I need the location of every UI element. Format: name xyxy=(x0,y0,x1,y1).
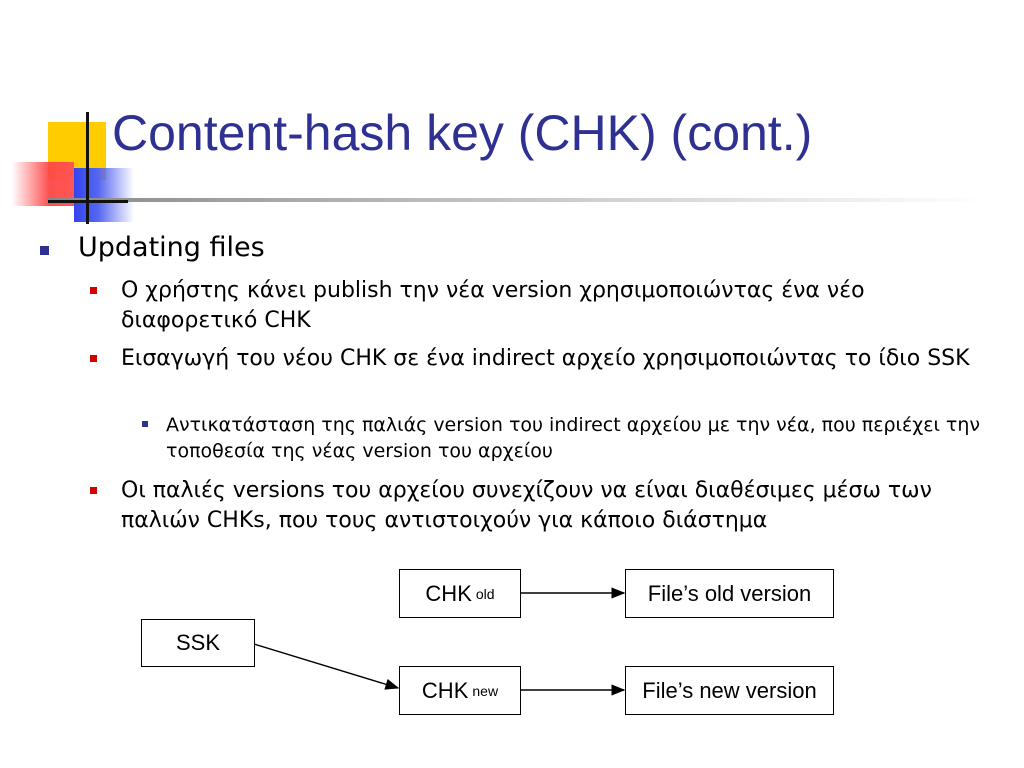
square-bullet-icon xyxy=(40,246,49,255)
file-old-version-label: File’s old version xyxy=(647,580,812,606)
bullet-text: Αντικατάσταση της παλιάς version του ind… xyxy=(166,414,981,462)
chk-new-label: CHK xyxy=(421,677,469,703)
decor-vertical-line xyxy=(86,112,89,224)
file-new-version-label: File’s new version xyxy=(642,677,817,703)
square-bullet-icon xyxy=(90,355,97,362)
slide-title: Content-hash key (CHK) (cont.) xyxy=(112,105,813,161)
square-bullet-icon xyxy=(90,287,97,294)
bullet-level2: Εισαγωγή του νέου CHK σε ένα indirect αρ… xyxy=(90,344,1001,374)
ssk-label: SSK xyxy=(175,630,221,655)
decor-blue-square xyxy=(74,168,134,222)
chk-old-label: CHK xyxy=(425,580,472,606)
bullet-level2: Οι παλιές versions του αρχείου συνεχίζου… xyxy=(90,476,1001,536)
bullet-text: Ο χρήστης κάνει publish την νέα version … xyxy=(121,278,865,333)
file-new-version-box: File’s new version xyxy=(625,666,834,715)
square-bullet-icon xyxy=(142,421,148,427)
chk-old-subscript: old xyxy=(475,585,495,602)
square-bullet-icon xyxy=(90,487,97,494)
bullet-text: Updating files xyxy=(78,232,265,263)
file-old-version-box: File’s old version xyxy=(625,569,834,618)
chk-new-subscript: new xyxy=(472,682,499,699)
arrow-ssk-to-chk-new xyxy=(253,643,400,690)
ssk-box: SSK xyxy=(141,619,255,667)
bullet-text: Εισαγωγή του νέου CHK σε ένα indirect αρ… xyxy=(121,346,970,371)
title-underline xyxy=(48,198,988,202)
bullet-level1: Updating files xyxy=(40,232,265,263)
bullet-level3: Αντικατάσταση της παλιάς version του ind… xyxy=(142,412,1006,464)
bullet-level2: Ο χρήστης κάνει publish την νέα version … xyxy=(90,276,1001,336)
bullet-text: Οι παλιές versions του αρχείου συνεχίζου… xyxy=(121,478,932,533)
